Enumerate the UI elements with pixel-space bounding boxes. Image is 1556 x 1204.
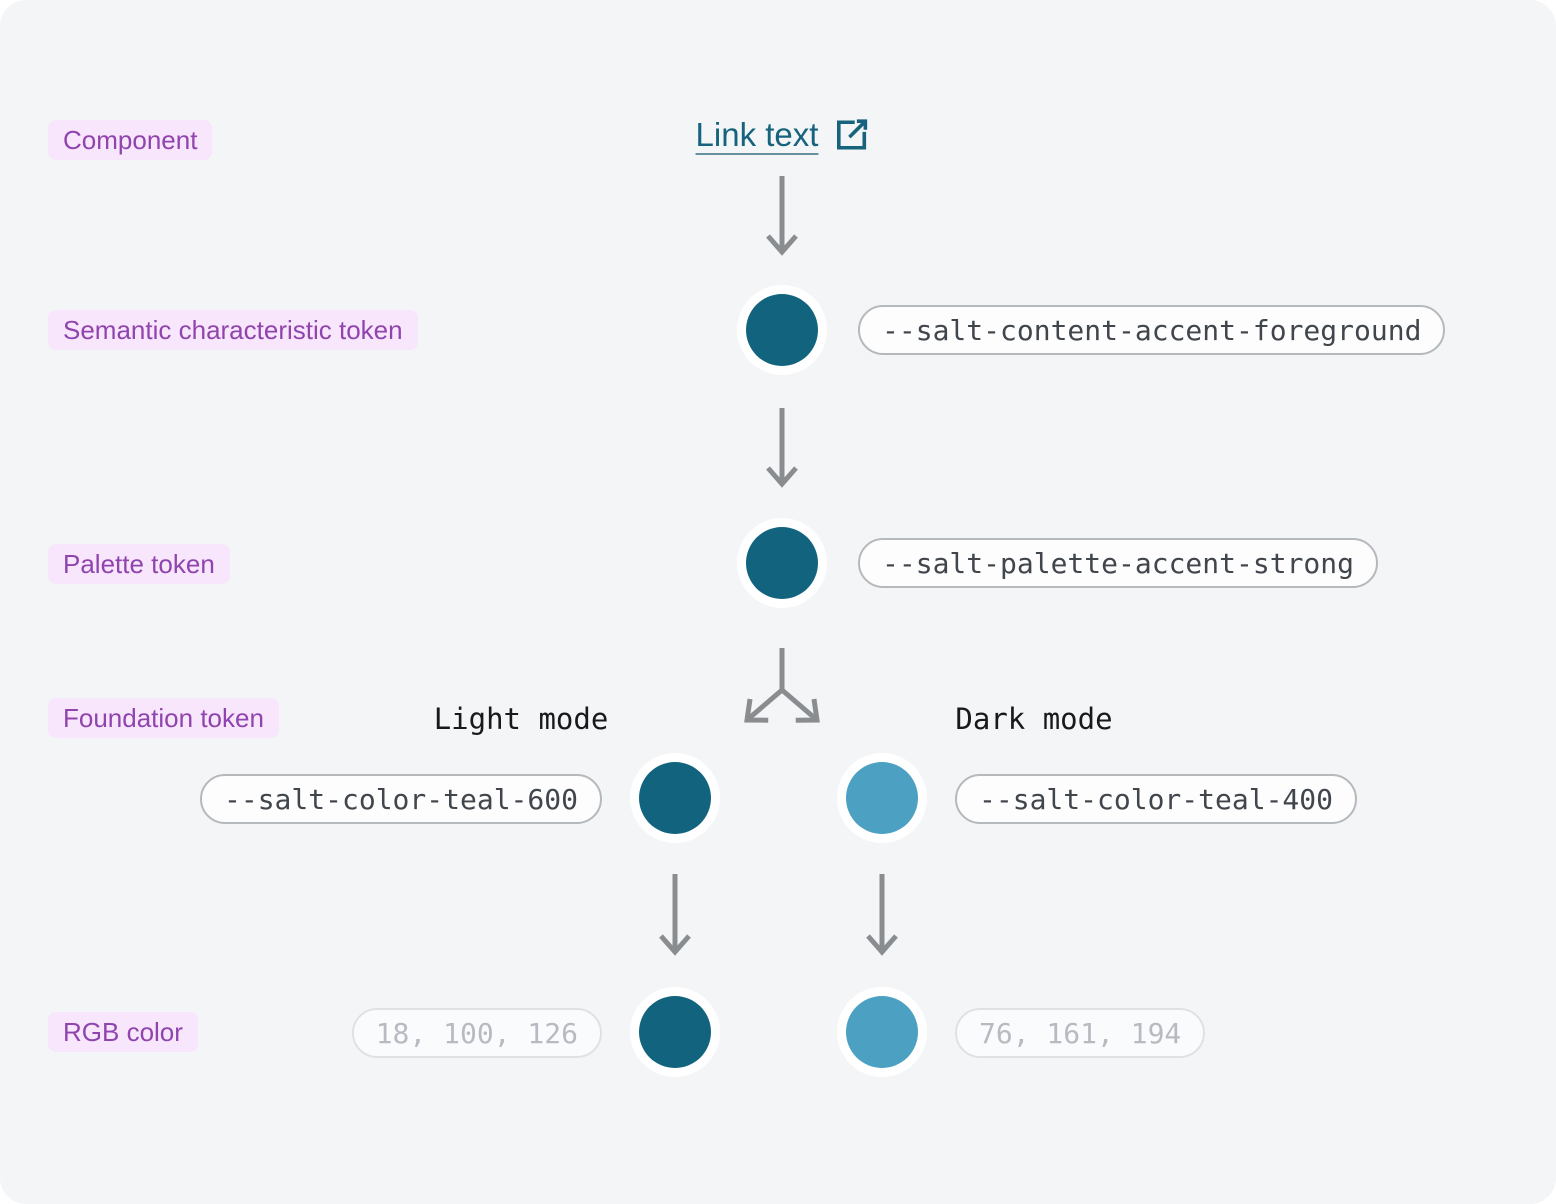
row-label-rgb-color: RGB color <box>48 1012 198 1052</box>
semantic-token-pill: --salt-content-accent-foreground <box>858 305 1446 355</box>
palette-token-swatch <box>737 518 827 608</box>
rgb-light-value-pill: 18, 100, 126 <box>351 1008 602 1058</box>
foundation-light-swatch <box>630 753 720 843</box>
row-label-foundation-token: Foundation token <box>48 698 279 738</box>
arrow-branch-light <box>744 688 784 723</box>
dark-mode-label: Dark mode <box>955 702 1113 736</box>
semantic-token-swatch <box>737 285 827 375</box>
light-mode-label: Light mode <box>433 702 609 736</box>
row-label-palette-token: Palette token <box>48 544 230 584</box>
link-text[interactable]: Link text <box>695 116 819 153</box>
palette-token-pill: --salt-palette-accent-strong <box>858 538 1379 588</box>
rgb-light-swatch <box>630 987 720 1077</box>
external-link-icon <box>836 119 868 150</box>
rgb-dark-value-pill: 76, 161, 194 <box>955 1008 1206 1058</box>
row-label-component: Component <box>48 120 213 160</box>
row-label-semantic-token: Semantic characteristic token <box>48 310 418 350</box>
foundation-dark-token-pill: --salt-color-teal-400 <box>955 774 1358 824</box>
component-link[interactable]: Link text <box>696 116 869 154</box>
foundation-light-token-pill: --salt-color-teal-600 <box>199 774 602 824</box>
arrow-branch-dark <box>780 688 820 723</box>
rgb-dark-swatch <box>837 987 927 1077</box>
foundation-dark-swatch <box>837 753 927 843</box>
